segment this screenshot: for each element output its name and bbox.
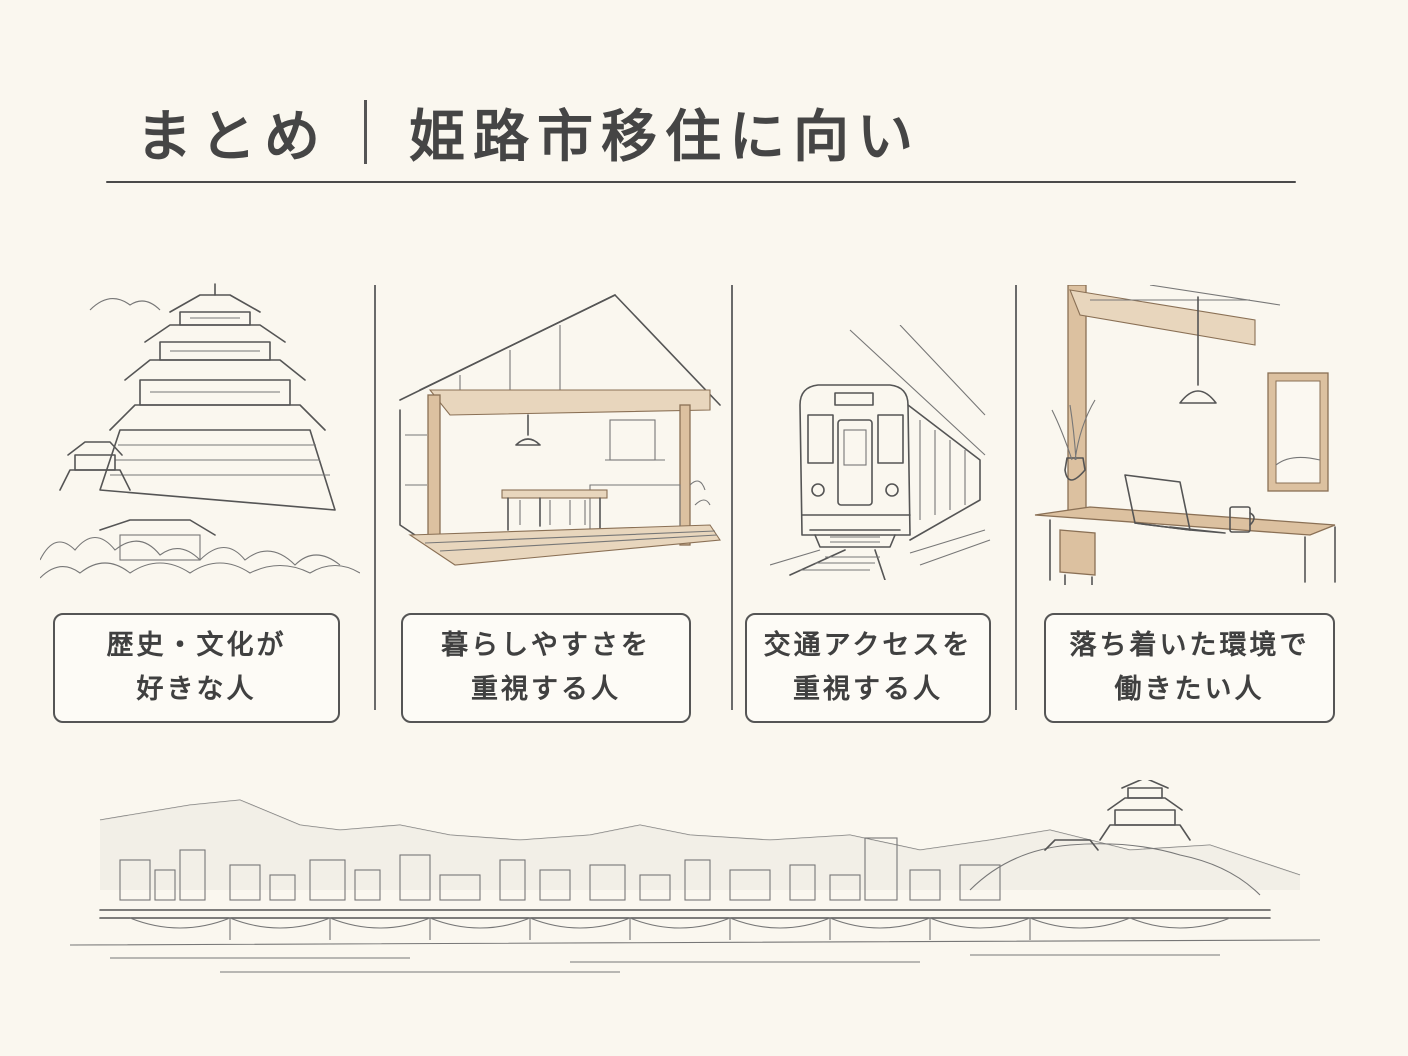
card-line1: 歴史・文化が xyxy=(106,630,287,662)
cityscape-illustration xyxy=(70,780,1321,973)
workspace-illustration xyxy=(1034,285,1336,585)
card-livability: 暮らしやすさを 重視する人 xyxy=(401,613,691,723)
title-subject: 姫路市移住に向い xyxy=(409,104,921,170)
card-line2: 好きな人 xyxy=(136,674,257,705)
card-line1: 交通アクセスを xyxy=(763,630,973,662)
title-separator xyxy=(364,100,367,164)
page-title: まとめ 姫路市移住に向い xyxy=(136,92,921,172)
castle-illustration xyxy=(40,283,360,579)
title-summary: まとめ xyxy=(136,104,328,170)
card-quiet-work: 落ち着いた環境で 働きたい人 xyxy=(1044,613,1335,723)
card-line1: 落ち着いた環境で xyxy=(1069,630,1310,662)
title-underline xyxy=(106,181,1296,183)
card-line1: 暮らしやすさを xyxy=(441,630,651,662)
card-history-culture: 歴史・文化が 好きな人 xyxy=(53,613,340,723)
card-line2: 重視する人 xyxy=(793,674,943,705)
column-divider-2 xyxy=(731,285,733,710)
train-illustration xyxy=(770,325,991,580)
card-transport-access: 交通アクセスを 重視する人 xyxy=(745,613,991,723)
card-line2: 働きたい人 xyxy=(1114,674,1265,705)
column-divider-1 xyxy=(374,285,376,710)
card-line2: 重視する人 xyxy=(471,674,621,705)
column-divider-3 xyxy=(1015,285,1017,710)
house-illustration xyxy=(399,294,721,566)
